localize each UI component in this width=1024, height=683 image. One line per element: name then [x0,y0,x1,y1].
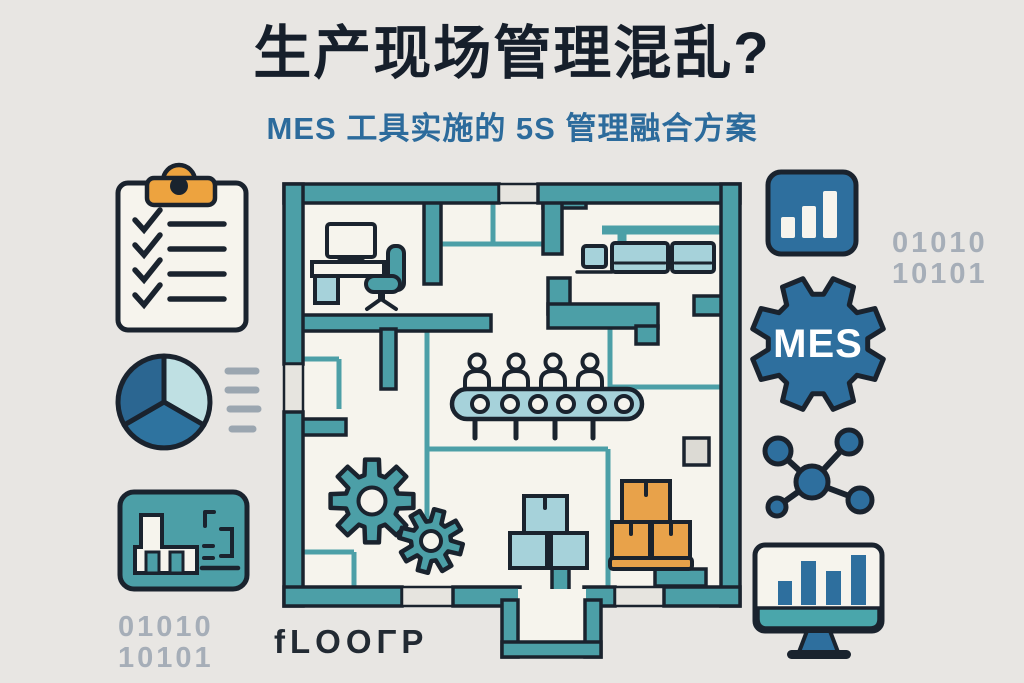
storage-shelves [575,241,716,274]
binary-code-right: 01010 10101 [892,227,988,291]
wall-opening-panel [682,436,711,467]
door-left [282,362,305,414]
desk-workstation [310,222,406,311]
bar-chart-badge-icon [765,169,859,257]
orange-boxes [608,479,694,571]
workers [463,352,604,392]
binary-line: 01010 [892,227,988,259]
blue-boxes [508,494,589,570]
poster-subtitle: MES 工具实施的 5S 管理融合方案 [266,111,758,146]
binary-line: 10101 [118,642,214,675]
binary-line: 10101 [892,258,988,291]
door-top [497,182,540,205]
network-icon [762,427,875,519]
floor-plan [282,182,742,659]
pie-chart-icon [115,353,262,451]
checklist-clipboard-icon [115,162,249,333]
desktop-monitor-icon [325,222,377,259]
factory-badge-icon [117,489,250,592]
gears [328,457,466,576]
mes-gear-label: MES [773,322,863,366]
entrance-vestibule [500,589,603,659]
office-chair [364,244,406,311]
poster-title: 生产现场管理混乱? [253,21,771,86]
conveyor-line [449,352,645,441]
mes-gear-icon [750,276,886,412]
binary-line: 01010 [118,611,214,643]
door-bottom-right [613,585,666,608]
door-bottom-left [400,585,455,608]
conveyor-rollers [470,394,634,414]
floorplan-caption: fLOOΓP [274,623,429,660]
monitor-chart-icon [752,542,885,659]
outer-walls [282,182,742,608]
binary-code-left: 01010 10101 [118,611,214,675]
